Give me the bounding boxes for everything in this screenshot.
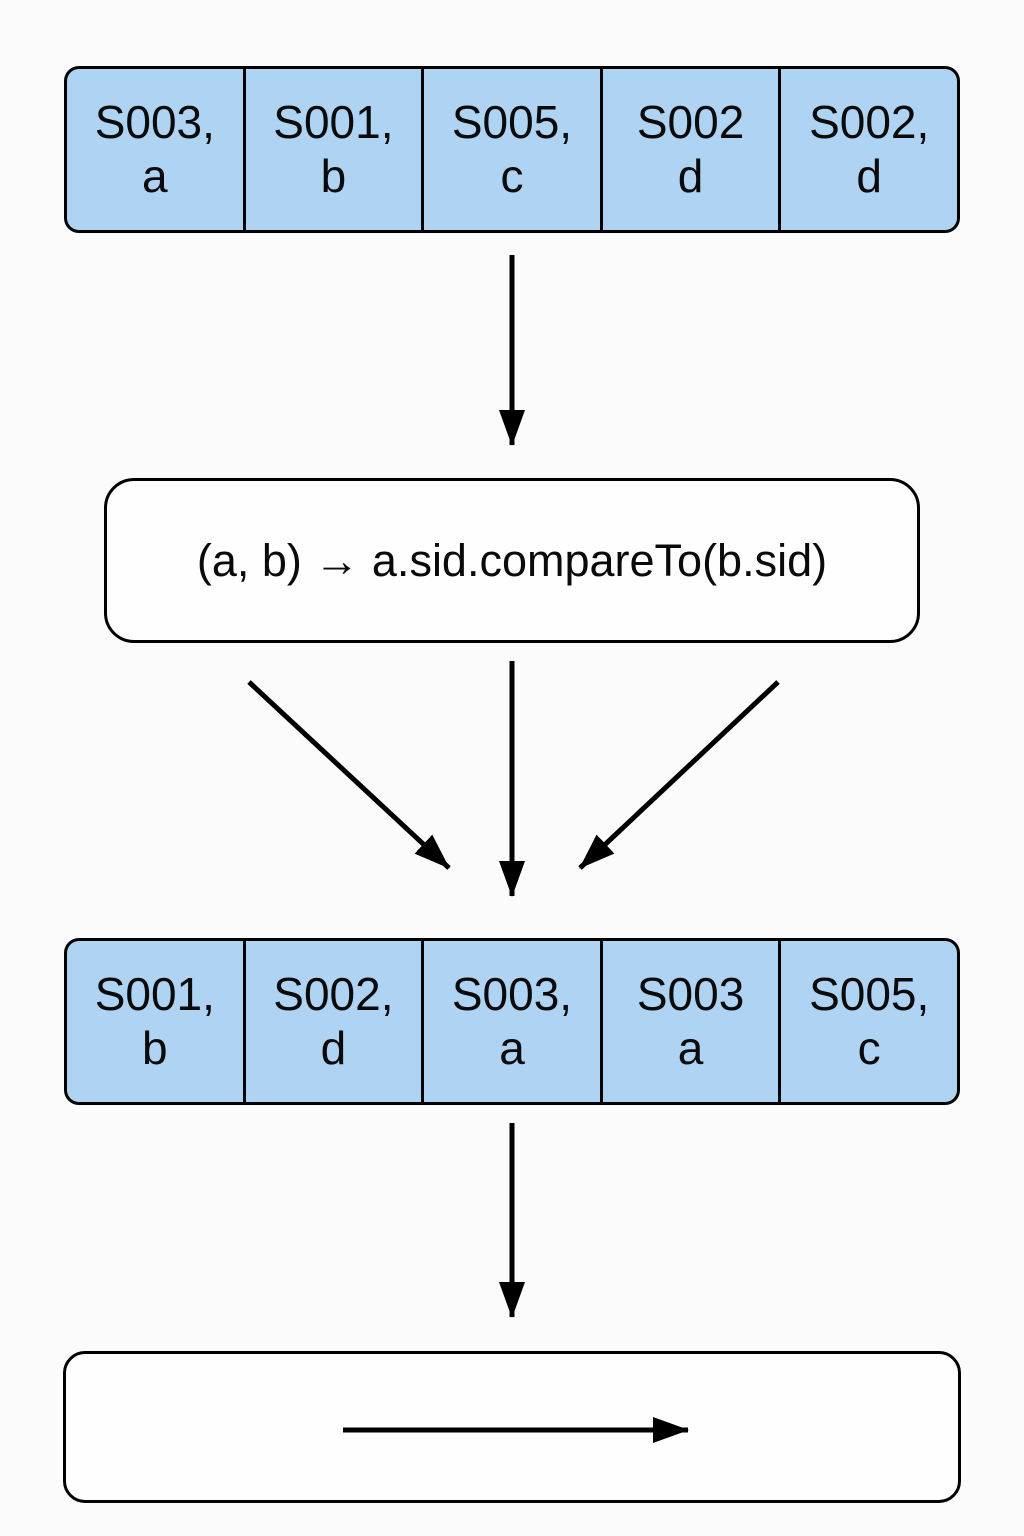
cell-sid: S001, (94, 968, 215, 1021)
array-cell: S003 a (599, 941, 779, 1102)
cell-sid: S003 (636, 968, 745, 1021)
array-cell: S001, b (67, 941, 243, 1102)
cell-sid: S002, (273, 968, 394, 1021)
fan-arrow-right-icon (578, 680, 780, 870)
cell-grade: d (856, 149, 882, 202)
cell-grade: d (320, 1021, 347, 1074)
comparator-box: (a, b) → a.sid.compareTo(b.sid) (104, 478, 920, 643)
result-box (63, 1351, 961, 1503)
fan-arrow-left-icon (247, 680, 451, 870)
cell-grade: c (500, 149, 524, 202)
array-cell: S002 d (599, 69, 779, 230)
array-cell: S001, b (242, 69, 422, 230)
cell-grade: d (677, 149, 704, 202)
cell-sid: S001, (273, 96, 394, 149)
cell-grade: b (320, 149, 347, 202)
cell-grade: a (499, 1021, 525, 1074)
cell-grade: a (677, 1021, 704, 1074)
cell-grade: c (857, 1021, 881, 1074)
array-cell: S003, a (421, 941, 600, 1102)
array-cell: S005, c (421, 69, 600, 230)
cell-sid: S005, (809, 968, 930, 1021)
cell-sid: S005, (451, 96, 573, 149)
array-cell: S005, c (778, 941, 957, 1102)
cell-sid: S003, (94, 96, 215, 149)
cell-sid: S002, (809, 96, 930, 149)
array-cell: S002, d (242, 941, 422, 1102)
cell-sid: S002 (636, 96, 745, 149)
cell-grade: a (142, 149, 168, 202)
cell-sid: S003, (451, 968, 573, 1021)
cell-grade: b (142, 1021, 168, 1074)
array-cell: S002, d (778, 69, 957, 230)
comparator-label: (a, b) → a.sid.compareTo(b.sid) (196, 534, 828, 586)
sorted-array: S001, b S002, d S003, a S003 a S005, c (64, 938, 960, 1105)
unsorted-array: S003, a S001, b S005, c S002 d S002, d (64, 66, 960, 233)
array-cell: S003, a (67, 69, 243, 230)
